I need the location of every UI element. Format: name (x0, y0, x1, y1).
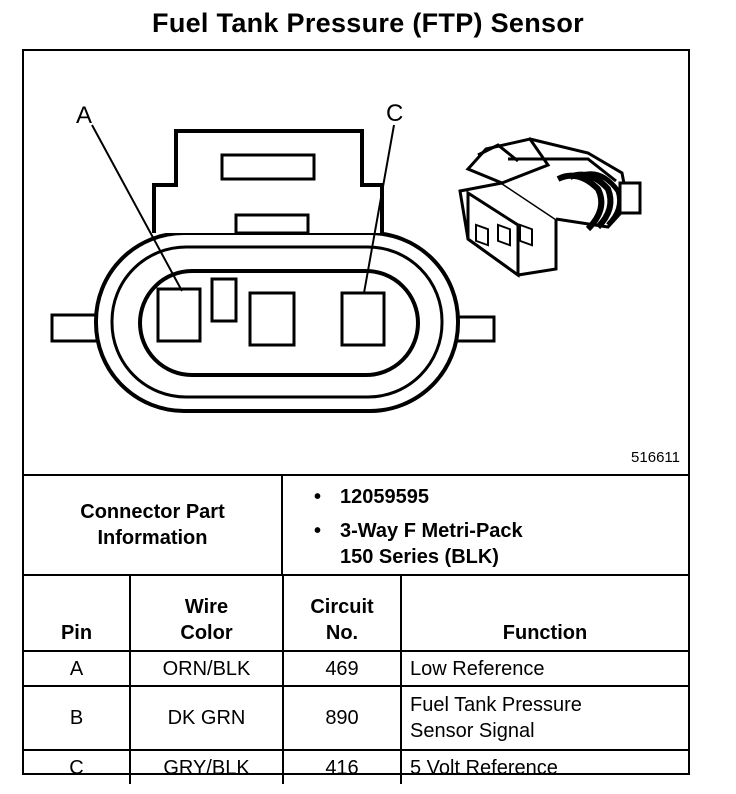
connector-perspective-view (458, 137, 642, 278)
connector-info-label-line2: Information (97, 527, 208, 549)
sensor-info-frame: A C 516611 Connector Part Information (22, 49, 690, 784)
function-cell: Fuel Tank Pressure Sensor Signal (400, 685, 688, 751)
part-number: 12059595 (340, 486, 429, 508)
connector-diagram: A C (50, 100, 642, 413)
pinout-table: Pin Wire Color Circuit No. Function A OR… (24, 574, 688, 784)
table-row: A ORN/BLK 469 Low Reference (24, 650, 688, 687)
right-mount-tab (452, 315, 496, 343)
connector-info-item: • 3-Way F Metri-Pack 150 Series (BLK) (314, 518, 523, 570)
header-function: Function (400, 574, 688, 652)
latch-window (220, 153, 316, 181)
connector-latch (152, 129, 384, 233)
connector-info-item: • 12059595 (314, 484, 523, 510)
header-pin: Pin (24, 574, 131, 652)
function-cell: 5 Volt Reference (400, 749, 688, 784)
bullet: • (314, 486, 322, 508)
header-circuit-no: Circuit No. (282, 574, 402, 652)
key-notch (210, 277, 238, 323)
function-line2: Sensor Signal (410, 720, 535, 742)
circuit-cell: 416 (282, 749, 402, 784)
table-row: B DK GRN 890 Fuel Tank Pressure Sensor S… (24, 685, 688, 751)
terminal-a (156, 287, 202, 343)
header-circuit-line1: Circuit (310, 596, 374, 618)
connector-info-label: Connector Part Information (24, 476, 283, 574)
connector-info-label-line1: Connector Part (80, 501, 225, 523)
connector-pin-cavity (138, 269, 420, 377)
bullet: • (314, 520, 322, 542)
table-row: C GRY/BLK 416 5 Volt Reference (24, 749, 688, 784)
connector-info-list: • 12059595 • 3-Way F Metri-Pack 150 Seri… (314, 484, 523, 570)
pin-cell: A (24, 650, 131, 687)
page-title: Fuel Tank Pressure (FTP) Sensor (152, 8, 584, 38)
leader-line-a (91, 124, 183, 292)
circuit-cell: 469 (282, 650, 402, 687)
figure-id: 516611 (631, 449, 680, 466)
terminal-b (248, 291, 296, 347)
latch-release-tab (234, 213, 310, 235)
wire-color-cell: DK GRN (129, 685, 284, 751)
terminal-c (340, 291, 386, 347)
function-line1: Fuel Tank Pressure (410, 694, 582, 716)
header-wire-line2: Color (180, 622, 233, 644)
pin-label-c: C (386, 100, 403, 127)
header-wire-line1: Wire (184, 596, 229, 618)
connector-type-line1: 3-Way F Metri-Pack (340, 520, 523, 542)
connector-inner-rim (110, 245, 444, 399)
leader-line-c (363, 124, 395, 294)
circuit-cell: 890 (282, 685, 402, 751)
pin-cell: C (24, 749, 131, 784)
header-wire-color: Wire Color (129, 574, 284, 652)
pin-label-a: A (76, 102, 92, 129)
table-header-row: Pin Wire Color Circuit No. Function (24, 574, 688, 652)
pin-cell: B (24, 685, 131, 751)
header-circuit-line2: No. (325, 622, 359, 644)
connector-info-section: Connector Part Information • 12059595 • … (24, 474, 688, 574)
wire-color-cell: ORN/BLK (129, 650, 284, 687)
wire-color-cell: GRY/BLK (129, 749, 284, 784)
connector-type-line2: 150 Series (BLK) (340, 546, 499, 568)
function-cell: Low Reference (400, 650, 688, 687)
